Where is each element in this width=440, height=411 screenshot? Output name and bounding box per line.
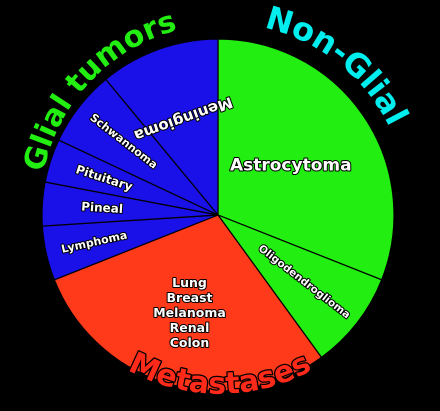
slice-label-1: Astrocytoma xyxy=(230,156,352,176)
slice-label-5: Pineal xyxy=(81,199,124,216)
pie-slice-2 xyxy=(216,213,383,359)
pie-slice-3 xyxy=(53,214,323,392)
pie-slice-1 xyxy=(217,38,395,281)
pie-slice-8 xyxy=(104,38,219,217)
